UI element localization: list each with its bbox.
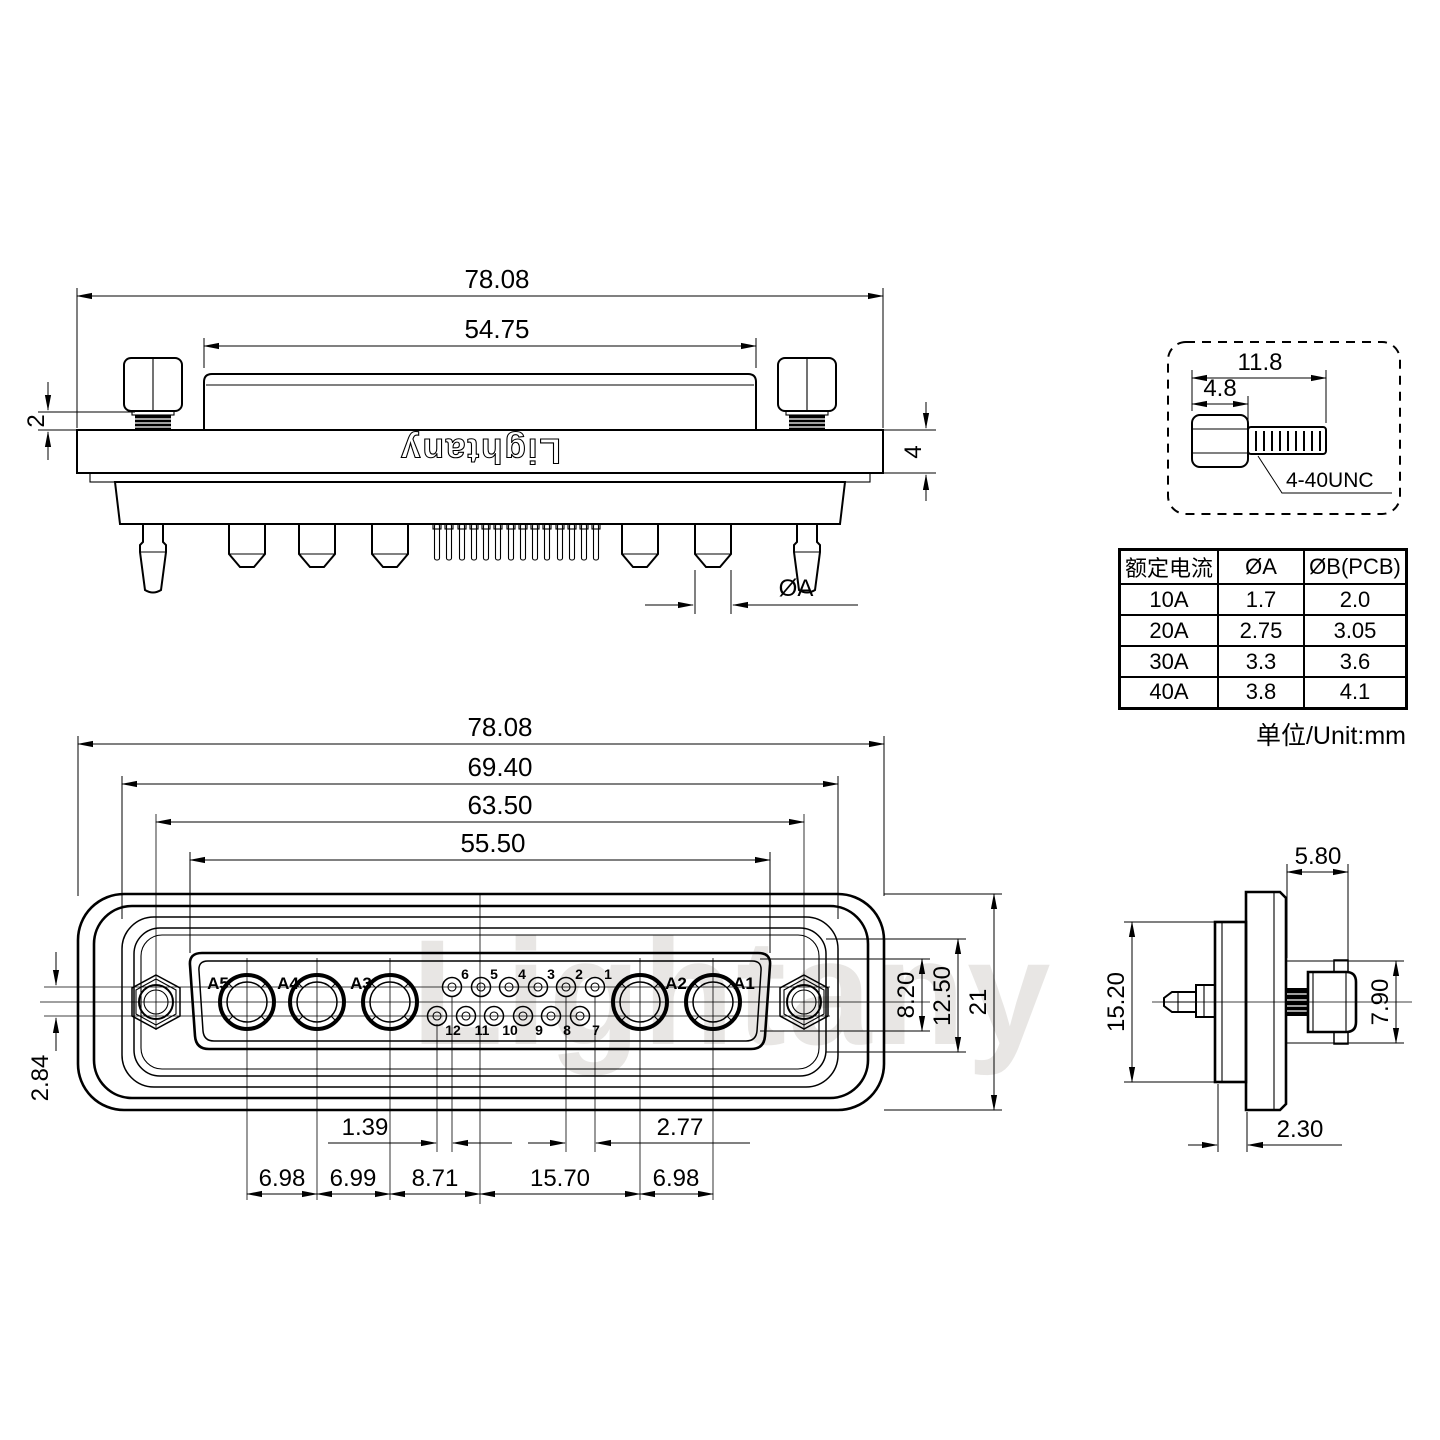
table-cell: 3.6	[1303, 645, 1408, 678]
pin-label: 1	[604, 966, 612, 982]
watermark-text: Lightany	[412, 908, 1053, 1076]
dimension-label: 2	[23, 414, 50, 427]
power-pin-a5	[218, 973, 276, 1031]
power-pin-a3	[361, 973, 419, 1031]
dimension-label: 55.50	[460, 828, 525, 858]
thread-spec-label: 4-40UNC	[1286, 469, 1374, 492]
dimension-label: 78.08	[464, 264, 529, 294]
front-view: A5 A4 A3 A2 A1 6 5 4 3 2 1 12 11	[27, 712, 1002, 1204]
dimension-label: 4	[900, 445, 927, 458]
dimension-label: 15.20	[1103, 972, 1130, 1032]
table-cell: 2.0	[1303, 583, 1408, 616]
power-pin-a4	[288, 973, 346, 1031]
detail-boundary	[1167, 341, 1401, 515]
dimension-label: 2.30	[1277, 1116, 1324, 1143]
dimension-label: 12.50	[929, 966, 956, 1026]
side-section-view: 5.80 15.20 7.90 2.30	[1103, 843, 1412, 1152]
signal-pins-side	[432, 523, 601, 561]
dimension-label: 6.98	[259, 1165, 306, 1192]
pin-label: 5	[490, 966, 498, 982]
top-side-view: Lightany	[23, 264, 936, 614]
dimension-label: 2.77	[657, 1114, 704, 1141]
pin-label: A5	[207, 974, 229, 993]
pin-label: 7	[592, 1022, 600, 1038]
pin-label: A4	[277, 974, 299, 993]
dimension-label: 69.40	[467, 752, 532, 782]
table-cell: 10A	[1118, 583, 1219, 616]
dimension-label: 11.8	[1238, 349, 1283, 376]
guide-post-right	[793, 523, 821, 594]
pin-label: 12	[445, 1022, 461, 1038]
table-header-row: 额定电流 ØA ØB(PCB)	[1118, 548, 1408, 585]
dimension-label: 5.80	[1295, 843, 1342, 870]
pin-label: 2	[575, 966, 583, 982]
dimension-label: ØA	[779, 575, 814, 602]
guide-post-left	[139, 523, 167, 594]
dimension-label: 4.8	[1203, 375, 1236, 402]
dimension-label: 8.20	[893, 972, 920, 1019]
signal-pins-bottom-row	[426, 1005, 591, 1027]
pin-label: A3	[350, 974, 372, 993]
dimension-label: 8.71	[412, 1165, 459, 1192]
dimension-label: 21	[965, 989, 992, 1016]
power-pin-a2	[611, 973, 669, 1031]
pin-label: 8	[563, 1022, 571, 1038]
table-cell: 3.3	[1217, 645, 1305, 678]
table-row: 10A 1.7 2.0	[1118, 583, 1408, 616]
pin-label: A1	[733, 974, 755, 993]
table-cell: 30A	[1118, 645, 1219, 678]
dimension-label: 63.50	[467, 790, 532, 820]
table-row: 20A 2.75 3.05	[1118, 614, 1408, 647]
table-header-dia-a: ØA	[1217, 548, 1305, 585]
table-cell: 1.7	[1217, 583, 1305, 616]
dimension-label: 1.39	[342, 1114, 389, 1141]
unit-note: 单位/Unit:mm	[1255, 722, 1406, 750]
dimension-label: 54.75	[464, 314, 529, 344]
jack-screw-right	[777, 357, 837, 430]
jack-screw-left	[123, 357, 183, 430]
table-cell: 3.05	[1303, 614, 1408, 647]
dimension-label: 6.98	[653, 1165, 700, 1192]
dimension-label: 15.70	[530, 1165, 590, 1192]
pin-label: 6	[461, 966, 469, 982]
table-cell: 2.75	[1217, 614, 1305, 647]
pin-label: A2	[665, 974, 687, 993]
screw-detail-view: 11.8 4.8 4-40UNC	[1167, 341, 1401, 515]
power-pin-a1	[684, 973, 742, 1031]
table-header-rated-current: 额定电流	[1118, 548, 1219, 585]
dimension-label: 78.08	[467, 712, 532, 742]
table-cell: 4.1	[1303, 676, 1408, 709]
table-cell: 20A	[1118, 614, 1219, 647]
current-rating-table: 额定电流 ØA ØB(PCB) 10A 1.7 2.0 20A 2.75 3.0…	[1118, 548, 1408, 710]
pin-label: 11	[475, 1022, 490, 1038]
pin-label: 10	[502, 1022, 518, 1038]
table-header-dia-b-pcb: ØB(PCB)	[1303, 548, 1408, 585]
table-cell: 3.8	[1217, 676, 1305, 709]
pin-label: 3	[547, 966, 555, 982]
brand-engraving: Lightany	[399, 431, 561, 470]
power-pins-side	[228, 523, 732, 568]
table-cell: 40A	[1118, 676, 1219, 709]
pin-label: 4	[518, 966, 526, 982]
table-row: 40A 3.8 4.1	[1118, 676, 1408, 709]
dimension-label: 2.84	[27, 1055, 54, 1102]
signal-pins-top-row	[441, 976, 606, 998]
table-row: 30A 3.3 3.6	[1118, 645, 1408, 678]
dimension-label: 7.90	[1367, 979, 1394, 1026]
dimension-label: 6.99	[330, 1165, 377, 1192]
pin-label: 9	[535, 1022, 543, 1038]
thread-lines	[1255, 431, 1321, 451]
